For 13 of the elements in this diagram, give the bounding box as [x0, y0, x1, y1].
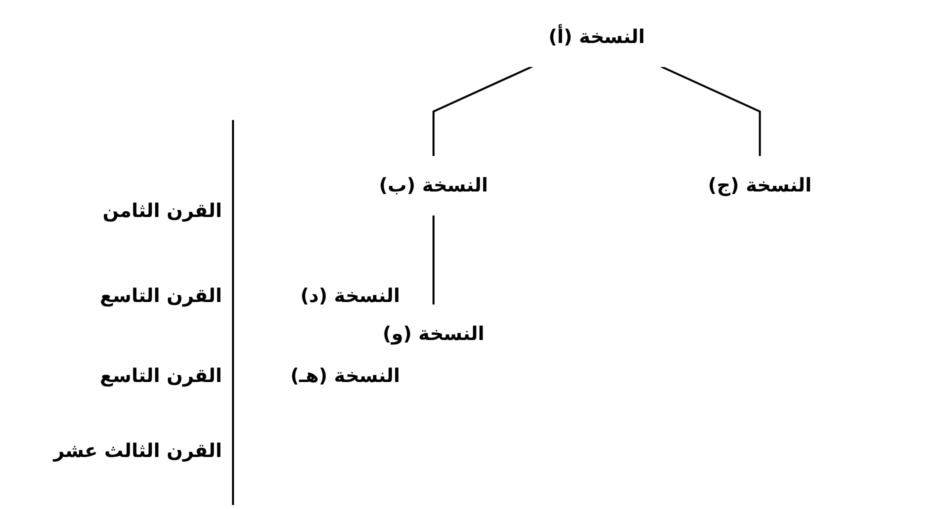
- node-text: النسخة (و): [382, 323, 484, 345]
- node-text: النسخة (ب): [378, 174, 488, 196]
- manuscript-label: النسخة (هـ): [290, 365, 400, 387]
- connector: [432, 66, 532, 156]
- node-text: النسخة (أ): [548, 26, 645, 48]
- manuscript-label: النسخة (د): [300, 285, 400, 307]
- century-label: القرن التاسع: [100, 365, 222, 387]
- connector: [432, 215, 434, 305]
- century-label: القرن التاسع: [100, 285, 222, 307]
- century-label: القرن الثالث عشر: [53, 440, 222, 462]
- connector: [660, 66, 760, 156]
- node-text: النسخة (ج): [708, 174, 812, 196]
- century-label: القرن الثامن: [102, 200, 222, 222]
